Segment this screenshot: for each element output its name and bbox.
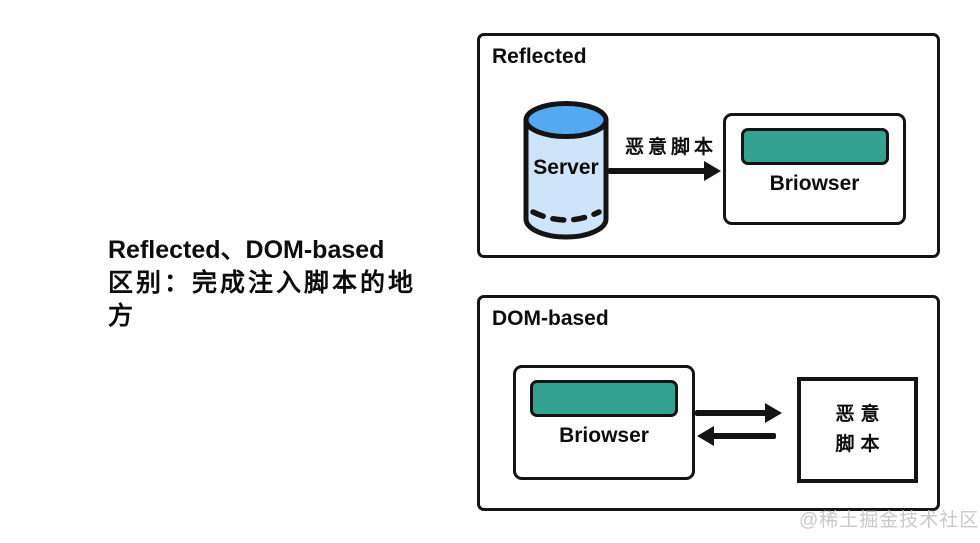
side-note: Reflected、DOM-based 区别：完成注入脚本的地 方 [108, 234, 453, 333]
server-cylinder-icon: Server [520, 100, 612, 242]
side-note-line-3: 方 [108, 302, 137, 330]
database-cylinder-graphic [523, 101, 609, 240]
arrow-right-icon [695, 403, 782, 423]
server-label: Server [533, 156, 599, 179]
dom-browser-label: Briowser [559, 424, 649, 447]
reflected-panel-title: Reflected [492, 45, 587, 68]
arrow-shaft [695, 410, 768, 416]
reflected-browser-box: Briowser [723, 113, 906, 225]
arrowhead-left [697, 426, 714, 446]
arrowhead-right [765, 403, 782, 423]
dom-browser-box: Briowser [513, 365, 695, 480]
malicious-script-box: 恶意 脚本 [797, 377, 918, 483]
watermark-text: @稀土掘金技术社区 [799, 510, 980, 531]
reflected-panel: Reflected Server 恶意脚本 Briowser [477, 33, 940, 258]
browser-viewport-bar [530, 380, 678, 417]
reflected-browser-label: Briowser [769, 172, 860, 195]
side-note-line-2: 区别：完成注入脚本的地 [108, 269, 417, 297]
arrow-right-icon [608, 161, 721, 181]
side-note-line-1: Reflected、DOM-based [108, 236, 385, 264]
malicious-script-line-1: 恶意 [835, 404, 886, 425]
dom-based-panel-title: DOM-based [492, 307, 609, 330]
browser-viewport-bar [740, 128, 889, 165]
dom-based-panel: DOM-based Briowser 恶意 脚本 [477, 295, 940, 511]
malicious-script-line-2: 脚本 [835, 434, 886, 455]
malicious-script-arrow-label: 恶意脚本 [624, 137, 717, 158]
arrow-shaft [711, 433, 776, 439]
arrow-left-icon [697, 426, 776, 446]
arrowhead-right [704, 161, 721, 181]
arrow-shaft [608, 168, 707, 174]
